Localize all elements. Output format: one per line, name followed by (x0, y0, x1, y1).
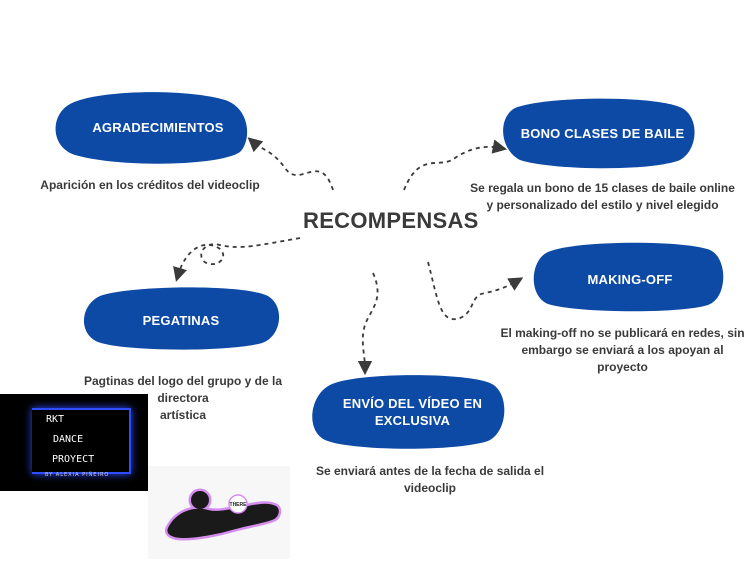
logo-line-3: PROYECT (52, 454, 94, 465)
arrow-to-envio (363, 273, 378, 368)
diagram-title: RECOMPENSAS (303, 208, 443, 234)
logo-line-2: DANCE (53, 434, 83, 445)
arrow-to-making-off (428, 262, 517, 319)
arrow-to-pegatinas (178, 238, 300, 275)
making-off-desc: El making-off no se publicará en redes, … (500, 325, 745, 376)
making-off-desc-line2: embargo se enviará a los apoyan al proye… (500, 342, 745, 376)
sticker-text: THERE (230, 502, 248, 508)
rkt-dance-logo: RKT DANCE PROYECT BY ALEXIA PIÑEIRO (0, 394, 148, 491)
envio-label-line2: EXCLUSIVA (375, 412, 450, 429)
making-off-desc-line1: El making-off no se publicará en redes, … (500, 325, 745, 342)
bono-desc-line2: y personalizado del estilo y nivel elegi… (465, 197, 740, 214)
agradecimientos-label: AGRADECIMIENTOS (60, 100, 256, 154)
making-off-label: MAKING-OFF (535, 250, 725, 308)
sticker-illustration: THERE (148, 466, 290, 559)
envio-label-line1: ENVÍO DEL VÍDEO EN (343, 395, 482, 412)
agradecimientos-desc: Aparición en los créditos del videoclip (30, 177, 270, 194)
pegatinas-label: PEGATINAS (85, 292, 277, 348)
logo-subtitle: BY ALEXIA PIÑEIRO (45, 472, 109, 478)
envio-desc: Se enviará antes de la fecha de salida e… (290, 463, 570, 497)
bono-desc-line1: Se regala un bono de 15 clases de baile … (465, 180, 740, 197)
logo-line-1: RKT (46, 414, 64, 425)
envio-label: ENVÍO DEL VÍDEO EN EXCLUSIVA (315, 380, 510, 444)
dancer-sticker-icon: THERE (148, 466, 290, 559)
bono-desc: Se regala un bono de 15 clases de baile … (465, 180, 740, 214)
bono-label: BONO CLASES DE BAILE (505, 105, 700, 161)
